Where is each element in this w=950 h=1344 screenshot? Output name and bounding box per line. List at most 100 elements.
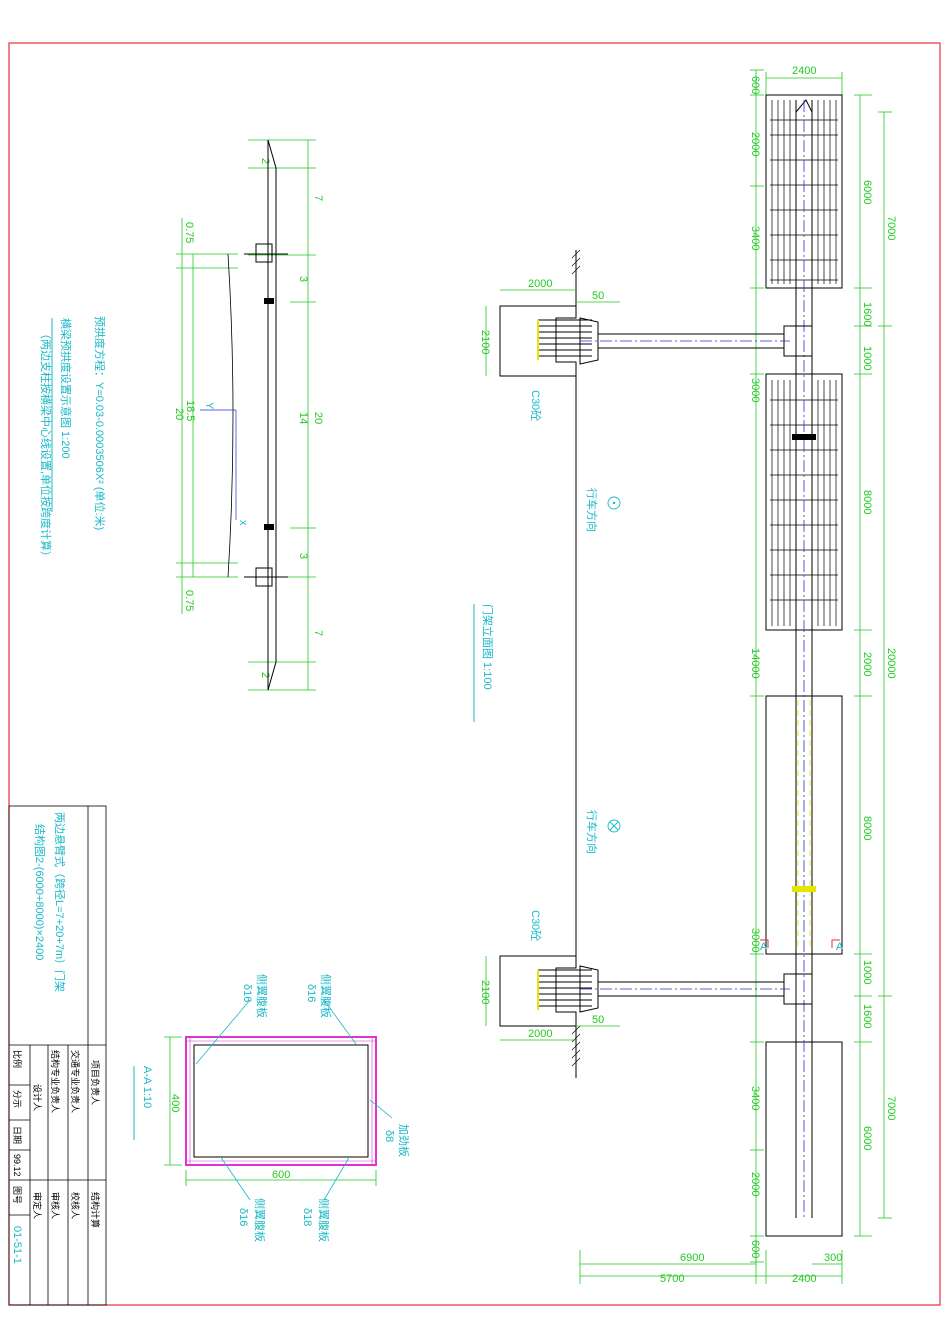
elev-left-dim-6: 3000	[749, 928, 761, 952]
title-scale-value: 分示	[12, 1090, 22, 1108]
title-reviewer: 审核人	[50, 1192, 61, 1219]
title-date-value: 99.12	[12, 1154, 22, 1177]
drawing-title: 两边悬臂式（跨径L=7+20+7m）门架	[53, 812, 67, 992]
camber-support-top	[255, 243, 273, 263]
elev-top-width: 2400	[792, 65, 816, 77]
elevation-title: 门架立面图 1:100	[481, 604, 495, 690]
drawing-frame	[8, 42, 941, 1306]
elev-right-outer-2: 20000	[885, 648, 897, 679]
title-date-label: 日期	[12, 1126, 22, 1144]
section-inner	[193, 1044, 369, 1158]
camber-dim-offset-top: 0.75	[183, 222, 195, 243]
plate-2-thk: δ16	[305, 984, 317, 1002]
camber-dim-mid-a: 3	[297, 276, 309, 282]
traffic-direction-1: 行车方向	[585, 488, 599, 532]
drawing-subtitle: 结构图2-(6000+8000)×2400	[33, 824, 47, 960]
elev-right-inner-2: 1600	[861, 302, 873, 326]
elev-left-dim-2: 2000	[749, 132, 761, 156]
beam-highlight-lines	[797, 700, 811, 950]
foundation-top-width: 2000	[528, 278, 552, 290]
concrete-label-bottom: C30砼	[529, 910, 542, 941]
section-mark-right: A	[836, 941, 844, 953]
elev-left-dim-8: 2000	[749, 1172, 761, 1196]
beam-splice-marks	[792, 434, 816, 892]
foundation-top-gap: 50	[592, 290, 604, 302]
camber-splice-top	[264, 298, 274, 304]
elev-right-outer-3: 7000	[885, 1096, 897, 1120]
camber-dim-span: 20	[312, 412, 324, 424]
title-structure-lead: 结构专业负责人	[50, 1050, 61, 1113]
elev-right-inner-3: 1000	[861, 346, 873, 370]
title-drawing-no-label: 图号	[12, 1186, 22, 1204]
plate-1-label: 侧翼腹板	[255, 974, 269, 1018]
plate-5-thk: δ18	[301, 1208, 313, 1226]
traffic-direction-2: 行车方向	[585, 810, 599, 854]
elev-left-dim-9: 600	[749, 1240, 761, 1258]
camber-dim-offset-bottom: 0.75	[183, 590, 195, 611]
section-outer	[185, 1036, 377, 1166]
elev-left-dim-7: 3400	[749, 1086, 761, 1110]
plate-4-label: 侧翼腹板	[253, 1198, 267, 1242]
elev-right-outer-1: 7000	[885, 216, 897, 240]
section-cut-marks	[760, 939, 840, 948]
traffic-direction-in-icon	[607, 819, 621, 833]
foundation-bottom-height: 2100	[479, 980, 491, 1004]
section-height: 400	[169, 1094, 181, 1112]
elev-left-dim-3: 3400	[749, 226, 761, 250]
title-project-lead: 项目负责人	[90, 1060, 101, 1105]
title-designer: 设计人	[32, 1084, 43, 1111]
foundation-bottom-rebar	[537, 969, 592, 1010]
camber-formula: 预拱度方程：Y=0.03-0.0003506X² (单位:米)	[93, 316, 107, 530]
title-drawing-no-value: 01-51-1	[11, 1226, 23, 1264]
camber-support-bottom	[255, 567, 273, 587]
section-mark-left: A	[760, 941, 768, 953]
elev-left-dim-5: 14000	[749, 648, 761, 679]
title-scale-label: 比例	[12, 1050, 23, 1068]
camber-dim-bottom-end: 2	[259, 672, 271, 678]
plate-1-thk: δ16	[241, 984, 253, 1002]
plate-3-thk: δ8	[383, 1130, 395, 1142]
column-top	[579, 317, 813, 365]
bottom-dim-inner-a: 5700	[660, 1273, 684, 1285]
camber-axis-y-label: Y	[203, 402, 215, 410]
elev-right-inner-9: 6000	[861, 1126, 873, 1150]
camber-dim-mid: 14	[297, 412, 309, 424]
ground-hatch	[571, 249, 581, 1067]
title-block	[8, 805, 107, 1306]
camber-dim-mid-b: 3	[297, 553, 309, 559]
foundation-bottom-width: 2000	[528, 1028, 552, 1040]
title-structure-calc: 结构计算	[90, 1192, 101, 1228]
camber-title: 横梁预拱度设置示意图 1:200	[59, 318, 73, 459]
concrete-label-top: C30砼	[529, 390, 542, 421]
camber-curve	[227, 253, 234, 578]
camber-dim-inner: 18.5	[184, 400, 196, 421]
gantry-elevation: 600 2000 3400 3000 14000 3000 3400 2000 …	[473, 65, 897, 1285]
traffic-direction-out-icon	[607, 496, 621, 510]
camber-dim-top-cant: 7	[312, 195, 324, 201]
foundation-top-rebar	[537, 319, 592, 360]
section-aa: 600 400 侧翼腹板 δ16 侧翼腹板 δ16 加劲板 δ8 侧翼腹板 δ1…	[133, 974, 411, 1242]
foundation-bottom	[499, 955, 577, 1078]
elev-right-inner-6: 8000	[861, 816, 873, 840]
elev-right-inner-5: 2000	[861, 652, 873, 676]
foundation-bottom-gap: 50	[592, 1014, 604, 1026]
elev-right-inner-4: 8000	[861, 490, 873, 514]
title-approver: 审定人	[32, 1192, 43, 1219]
elev-right-inner-8: 1600	[861, 1004, 873, 1028]
section-width: 600	[272, 1169, 290, 1181]
title-traffic-lead: 交通专业负责人	[70, 1050, 81, 1113]
camber-note: （两边支柱按横梁中心线设置,单位按跨度计算）	[39, 328, 53, 562]
bottom-dim-outer-a: 6900	[680, 1252, 704, 1264]
camber-axis-x-label: x	[237, 520, 249, 526]
elev-left-dim-1: 600	[749, 76, 761, 94]
bottom-dim-small: 300	[824, 1252, 842, 1264]
plate-5-label: 侧翼腹板	[317, 1198, 331, 1242]
foundation-top-height: 2100	[479, 330, 491, 354]
camber-splice-bottom	[264, 524, 274, 530]
plate-3-label: 加劲板	[397, 1124, 411, 1157]
camber-schematic: 2 7 3 14 20 3 7 2 0.75 0.75 20 18.5	[39, 139, 324, 691]
camber-dim-inner-span: 20	[173, 408, 185, 420]
elev-right-inner-7: 1000	[861, 960, 873, 984]
camber-dim-bottom-cant: 7	[312, 630, 324, 636]
